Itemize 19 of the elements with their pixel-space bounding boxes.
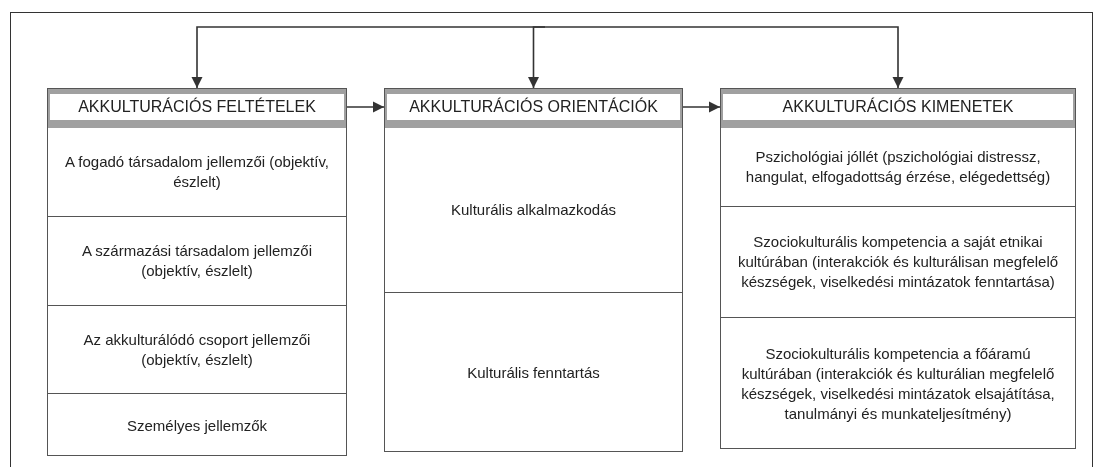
column-box [47,88,347,456]
content-row: Kulturális alkalmazkodás [385,128,682,292]
content-row: Személyes jellemzők [48,393,346,457]
content-row: Pszichológiai jóllét (pszichológiai distressz, hangulat, elfogadottság érzése, elégedettség) [721,128,1075,206]
column-box [720,88,1076,449]
content-row: Kulturális fenntartás [385,292,682,453]
column-heading: AKKULTURÁCIÓS KIMENETEK [782,98,1014,116]
column-heading: AKKULTURÁCIÓS FELTÉTELEK [78,98,316,116]
content-row: Az akkulturálódó csoport jellemzői (objektív, észlelt) [48,305,346,393]
content-row: Szociokulturális kompetencia a főáramú kultúrában (interakciók és kulturálian megfelelő készségek, viselkedési mintázatok elsajátítása, tanulmányi és munkateljesítmény) [721,317,1075,450]
column-heading: AKKULTURÁCIÓS ORIENTÁCIÓK [409,98,658,116]
arrow [346,101,385,113]
arrow [527,26,546,89]
content-row: Szociokulturális kompetencia a saját etnikai kultúrában (interakciók és kulturálisan megfelelő készségek, viselkedési mintázatok fenntartása) [721,206,1075,317]
arrow [544,26,904,89]
content-row: A származási társadalom jellemzői (objektív, észlelt) [48,216,346,305]
column-box [384,88,683,452]
arrow [682,101,721,113]
content-row: A fogadó társadalom jellemzői (objektív, észlelt) [48,128,346,216]
